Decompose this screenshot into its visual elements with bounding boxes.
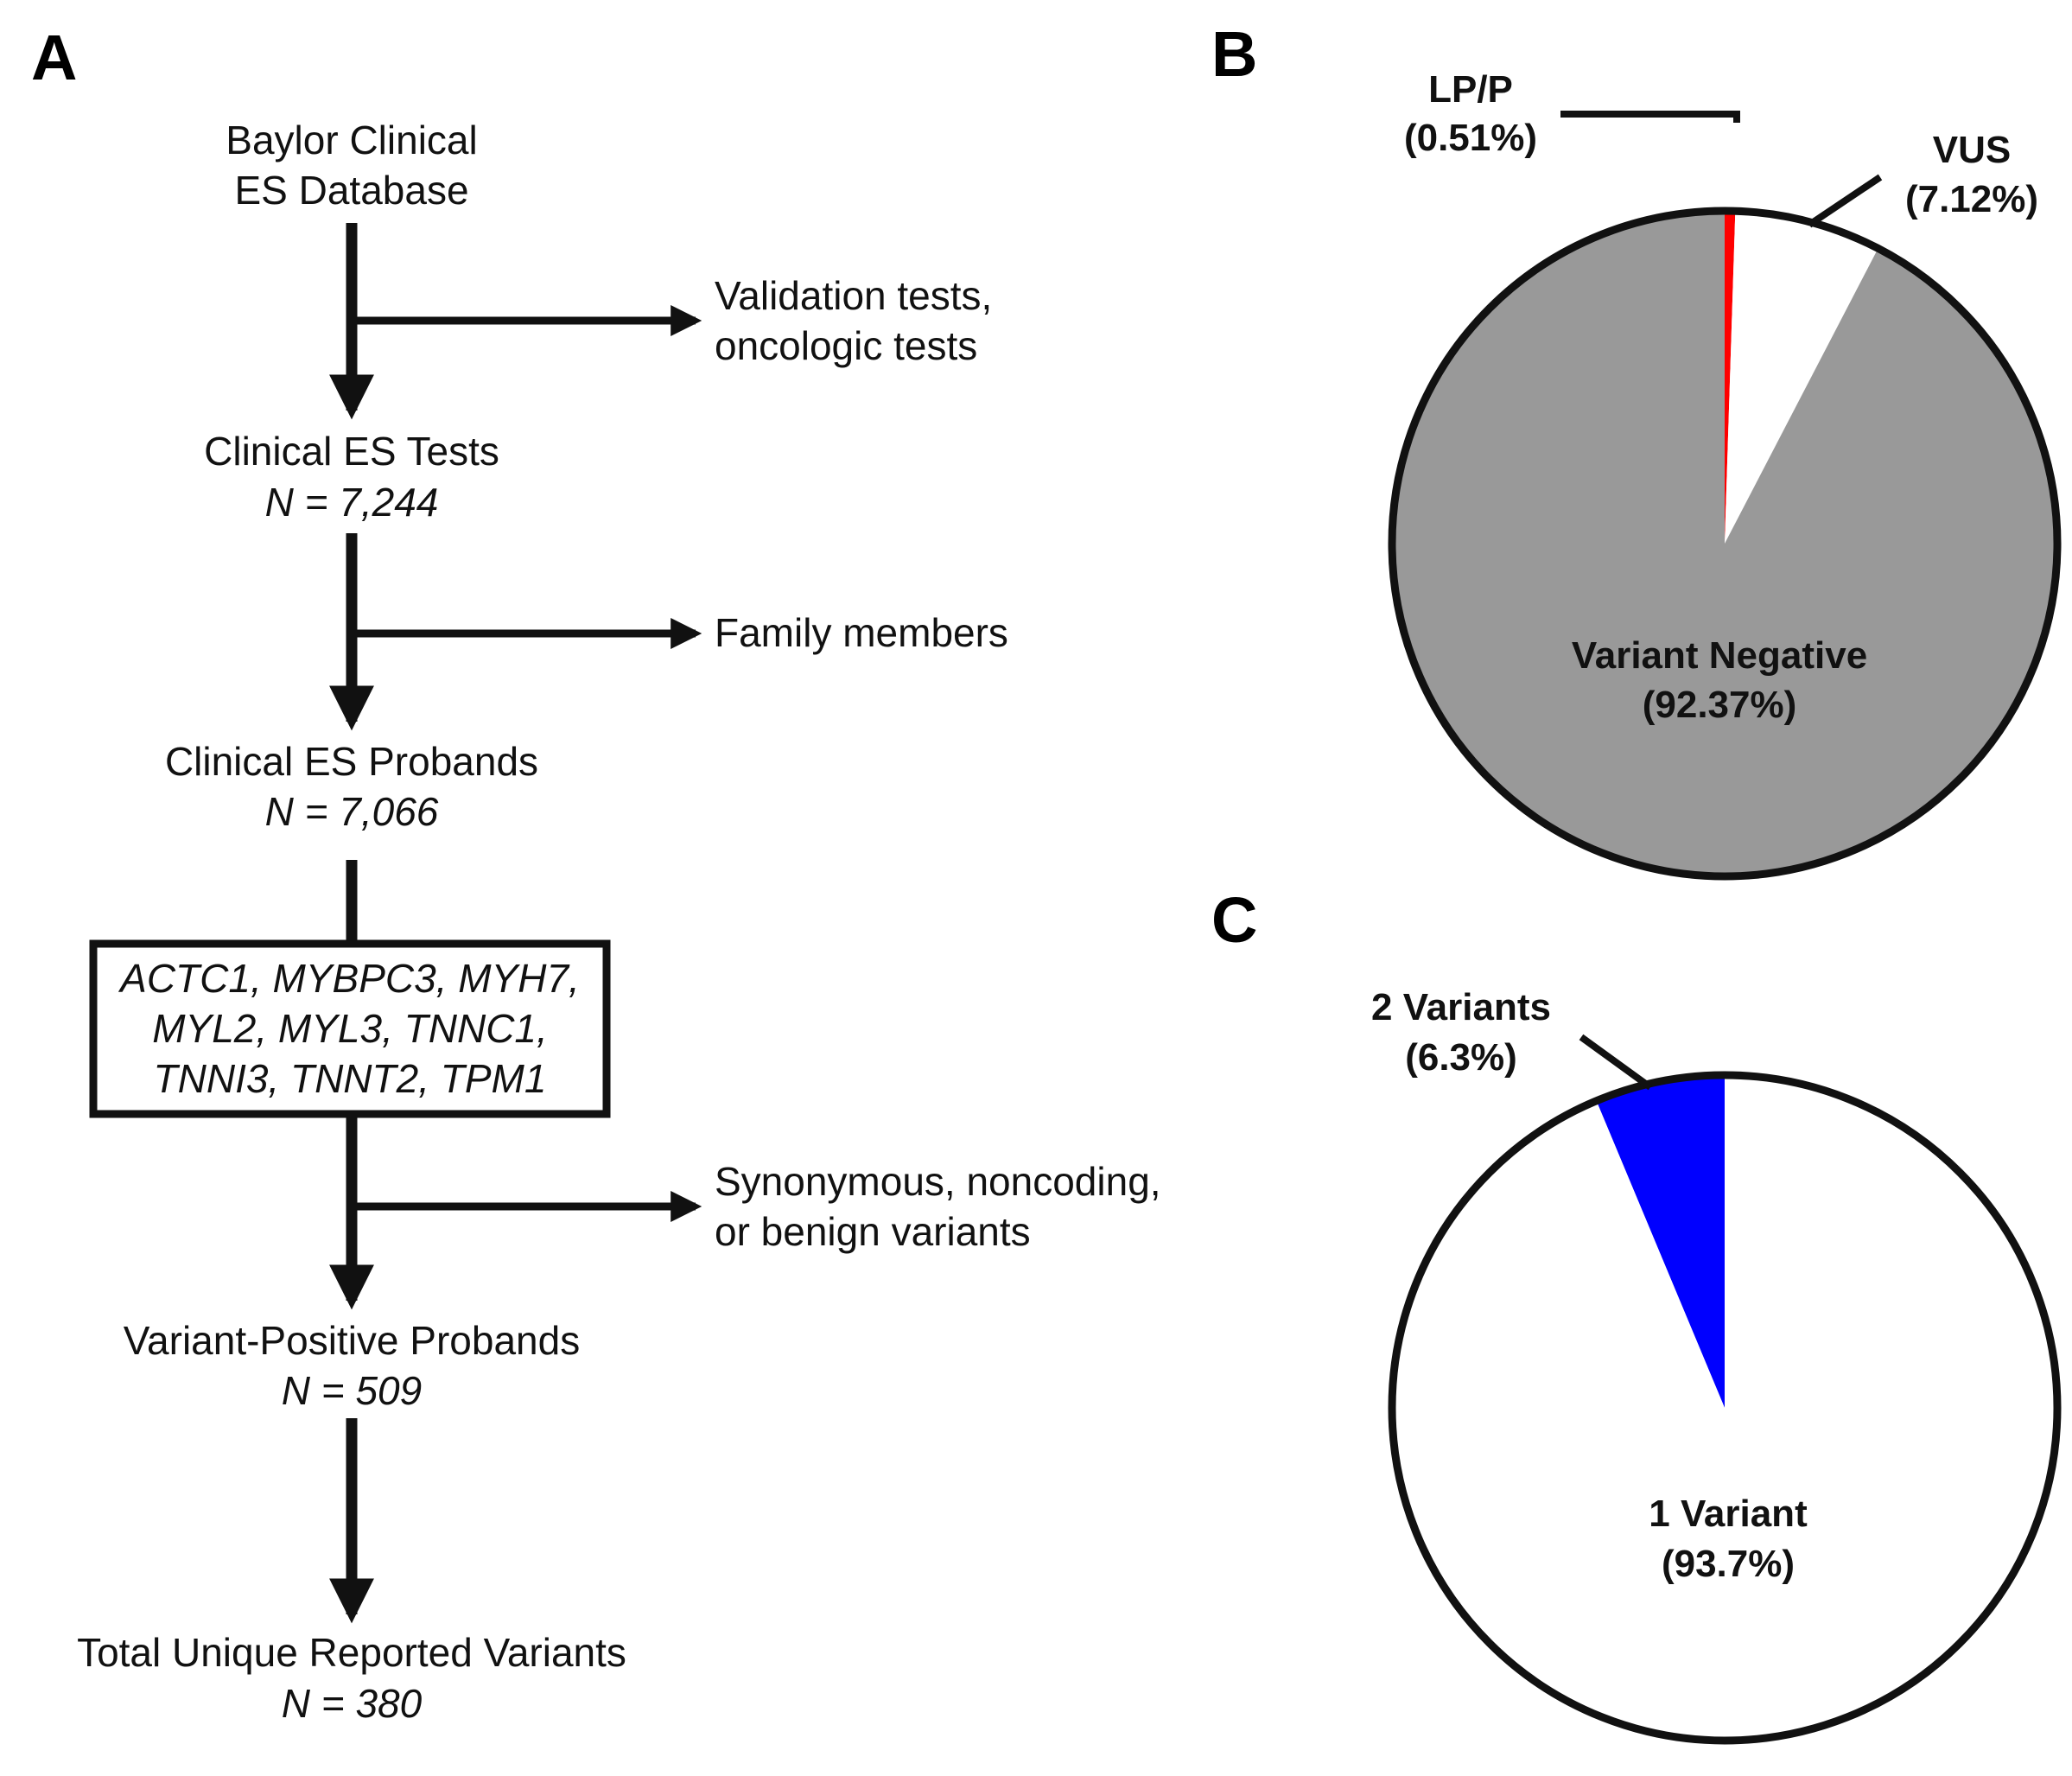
slice-value-2-variants: (6.3%) (1405, 1036, 1517, 1079)
gene-list-line1: ACTC1, MYBPC3, MYH7, (118, 956, 580, 1001)
slice-label-2-variants: 2 Variants (1371, 986, 1551, 1028)
pie-b-slices (1392, 211, 2057, 876)
exclusion1-line2: oncologic tests (715, 323, 977, 368)
source-label-line2: ES Database (234, 168, 468, 213)
pie-chart-c: C 2 Variants (6.3%) 1 Variant (93.7%) (1211, 884, 2062, 1745)
pie-slice-2-variants (1596, 1075, 1725, 1408)
slice-value-lpp: (0.51%) (1404, 117, 1537, 159)
flowchart: A Baylor Clinical ES Database Validation… (31, 22, 1161, 1726)
slice-value-vus: (7.12%) (1905, 178, 2038, 220)
slice-value-1-variant: (93.7%) (1662, 1543, 1795, 1585)
slice-value-negative: (92.37%) (1643, 684, 1797, 726)
positive-label: Variant-Positive Probands (124, 1318, 580, 1363)
total-label: Total Unique Reported Variants (77, 1630, 626, 1675)
pie-slice-lp-p (1725, 211, 1736, 544)
exclusion3-line1: Synonymous, noncoding, (715, 1159, 1161, 1204)
panel-label-c: C (1211, 884, 1257, 956)
pie-c-slices (1391, 1075, 2057, 1741)
tests-label: Clinical ES Tests (204, 429, 499, 474)
pie-chart-b: B LP/P (0.51%) VUS (7.12%) Variant Negat… (1211, 18, 2062, 881)
slice-label-negative: Variant Negative (1572, 634, 1867, 677)
pie-slice-variant-negative (1392, 211, 2057, 876)
gene-list-line2: MYL2, MYL3, TNNC1, (152, 1006, 548, 1051)
leader-line-2-variants (1579, 1034, 1653, 1091)
pie-b-outline (1388, 207, 2062, 881)
pie-slice-1-variant (1391, 1075, 2057, 1741)
slice-label-1-variant: 1 Variant (1649, 1493, 1808, 1535)
slice-label-vus: VUS (1933, 129, 2011, 171)
probands-count: N = 7,066 (265, 789, 439, 834)
panel-label-a: A (31, 22, 77, 93)
panel-label-b: B (1211, 18, 1257, 90)
leader-line-lpp (1560, 111, 1740, 123)
positive-count: N = 509 (282, 1368, 422, 1413)
total-count: N = 380 (282, 1681, 423, 1726)
gene-list-line3: TNNI3, TNNT2, TPM1 (154, 1056, 547, 1101)
pie-slice-vus (1725, 211, 1878, 544)
exclusion3-line2: or benign variants (715, 1209, 1031, 1254)
tests-count: N = 7,244 (265, 480, 439, 525)
slice-label-lpp: LP/P (1428, 68, 1513, 111)
exclusion1-line1: Validation tests, (715, 273, 992, 318)
leader-line-vus (1807, 174, 1883, 228)
exclusion2-label: Family members (715, 610, 1008, 655)
probands-label: Clinical ES Probands (165, 739, 538, 784)
source-label-line1: Baylor Clinical (226, 118, 477, 162)
pie-c-outline (1388, 1071, 2062, 1745)
gene-panel-box (89, 939, 611, 1118)
